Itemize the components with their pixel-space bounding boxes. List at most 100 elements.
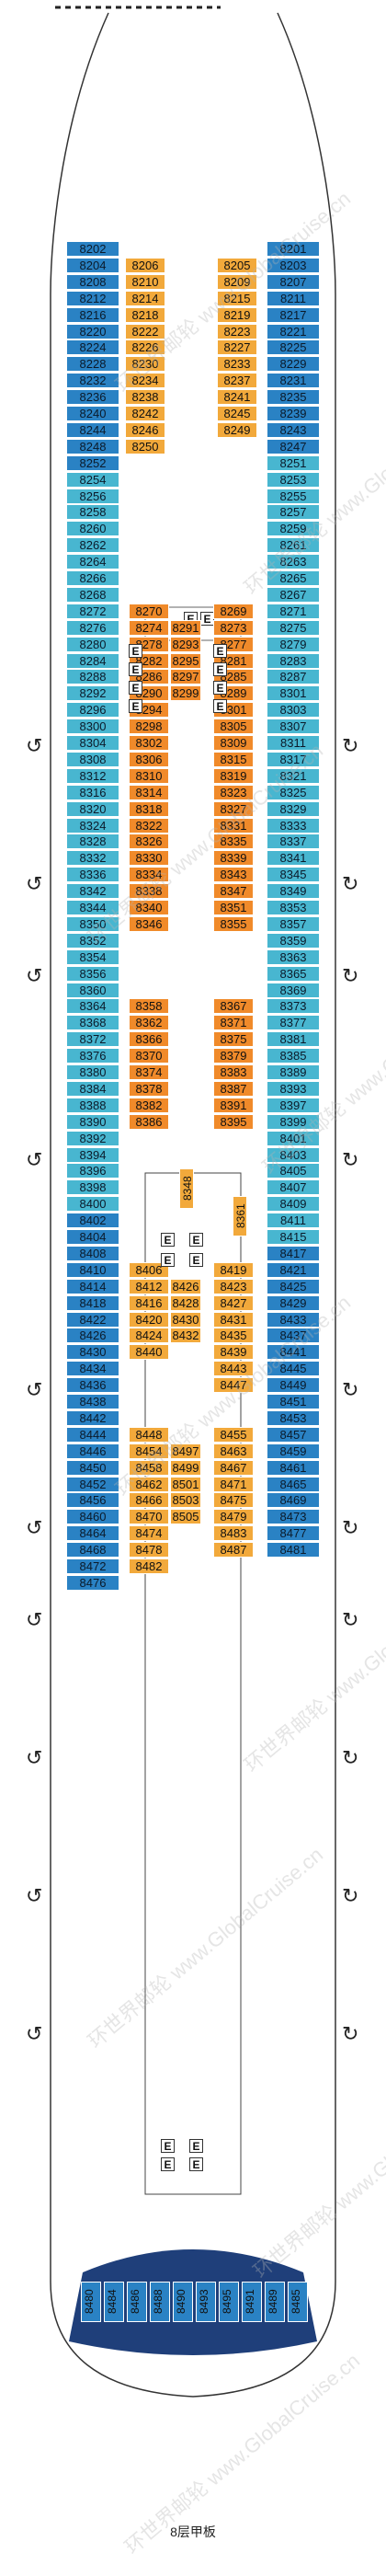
cabin-8464[interactable]: 8464 (66, 1525, 119, 1542)
cabin-8451[interactable]: 8451 (267, 1394, 320, 1409)
cabin-8452[interactable]: 8452 (66, 1476, 119, 1492)
cabin-8238[interactable]: 8238 (125, 389, 165, 406)
cabin-8393[interactable]: 8393 (267, 1080, 320, 1097)
cabin-8249[interactable]: 8249 (217, 421, 257, 438)
cabin-8297[interactable]: 8297 (170, 669, 201, 685)
cabin-8474[interactable]: 8474 (129, 1525, 169, 1542)
cabin-8347[interactable]: 8347 (213, 883, 254, 900)
cabin-8344[interactable]: 8344 (66, 900, 119, 915)
cabin-8301[interactable]: 8301 (267, 685, 320, 702)
cabin-8242[interactable]: 8242 (125, 406, 165, 421)
cabin-8270[interactable]: 8270 (129, 603, 169, 619)
cabin-8391[interactable]: 8391 (213, 1097, 254, 1113)
cabin-8271[interactable]: 8271 (267, 603, 320, 619)
cabin-8484[interactable]: 8484 (104, 2282, 124, 2322)
cabin-8478[interactable]: 8478 (129, 1542, 169, 1558)
cabin-8330[interactable]: 8330 (129, 850, 169, 867)
cabin-8444[interactable]: 8444 (66, 1426, 119, 1443)
cabin-8477[interactable]: 8477 (267, 1525, 320, 1542)
cabin-8325[interactable]: 8325 (267, 784, 320, 800)
cabin-8449[interactable]: 8449 (267, 1377, 320, 1394)
cabin-8473[interactable]: 8473 (267, 1509, 320, 1525)
cabin-8394[interactable]: 8394 (66, 1146, 119, 1163)
cabin-8495[interactable]: 8495 (219, 2282, 239, 2322)
cabin-8203[interactable]: 8203 (267, 257, 320, 273)
cabin-8479[interactable]: 8479 (213, 1509, 254, 1525)
cabin-8406[interactable]: 8406 (129, 1261, 169, 1278)
cabin-8311[interactable]: 8311 (267, 735, 320, 751)
cabin-8333[interactable]: 8333 (267, 817, 320, 834)
cabin-8352[interactable]: 8352 (66, 932, 119, 949)
cabin-8280[interactable]: 8280 (66, 636, 119, 652)
cabin-8488[interactable]: 8488 (150, 2282, 170, 2322)
cabin-8372[interactable]: 8372 (66, 1031, 119, 1048)
cabin-8501[interactable]: 8501 (170, 1476, 201, 1492)
cabin-8465[interactable]: 8465 (267, 1476, 320, 1492)
cabin-8438[interactable]: 8438 (66, 1394, 119, 1409)
cabin-8299[interactable]: 8299 (170, 685, 201, 702)
cabin-8230[interactable]: 8230 (125, 356, 165, 373)
cabin-8317[interactable]: 8317 (267, 751, 320, 767)
cabin-8336[interactable]: 8336 (66, 867, 119, 883)
cabin-8433[interactable]: 8433 (267, 1311, 320, 1328)
cabin-8426[interactable]: 8426 (66, 1328, 119, 1344)
cabin-8284[interactable]: 8284 (66, 652, 119, 669)
cabin-8424[interactable]: 8424 (129, 1328, 169, 1344)
cabin-8296[interactable]: 8296 (66, 702, 119, 719)
cabin-8315[interactable]: 8315 (213, 751, 254, 767)
cabin-8455[interactable]: 8455 (213, 1426, 254, 1443)
cabin-8321[interactable]: 8321 (267, 767, 320, 784)
cabin-8208[interactable]: 8208 (66, 273, 119, 290)
cabin-8431[interactable]: 8431 (213, 1311, 254, 1328)
cabin-8322[interactable]: 8322 (129, 817, 169, 834)
cabin-8446[interactable]: 8446 (66, 1443, 119, 1459)
cabin-8331[interactable]: 8331 (213, 817, 254, 834)
cabin-8356[interactable]: 8356 (66, 965, 119, 982)
cabin-8337[interactable]: 8337 (267, 834, 320, 850)
cabin-8480[interactable]: 8480 (81, 2282, 101, 2322)
cabin-8481[interactable]: 8481 (267, 1542, 320, 1558)
cabin-8430[interactable]: 8430 (66, 1344, 119, 1361)
cabin-8272[interactable]: 8272 (66, 603, 119, 619)
cabin-8346[interactable]: 8346 (129, 915, 169, 932)
cabin-8363[interactable]: 8363 (267, 949, 320, 965)
cabin-8293[interactable]: 8293 (170, 636, 201, 652)
cabin-8440[interactable]: 8440 (129, 1344, 169, 1361)
cabin-8370[interactable]: 8370 (129, 1048, 169, 1064)
cabin-8467[interactable]: 8467 (213, 1459, 254, 1476)
cabin-8399[interactable]: 8399 (267, 1113, 320, 1130)
cabin-8231[interactable]: 8231 (267, 373, 320, 389)
cabin-8232[interactable]: 8232 (66, 373, 119, 389)
cabin-8365[interactable]: 8365 (267, 965, 320, 982)
cabin-8427[interactable]: 8427 (213, 1294, 254, 1311)
cabin-8307[interactable]: 8307 (267, 719, 320, 735)
cabin-8279[interactable]: 8279 (267, 636, 320, 652)
cabin-8441[interactable]: 8441 (267, 1344, 320, 1361)
cabin-8377[interactable]: 8377 (267, 1015, 320, 1031)
cabin-8384[interactable]: 8384 (66, 1080, 119, 1097)
cabin-8436[interactable]: 8436 (66, 1377, 119, 1394)
cabin-8245[interactable]: 8245 (217, 406, 257, 421)
cabin-8239[interactable]: 8239 (267, 406, 320, 421)
cabin-8248[interactable]: 8248 (66, 438, 119, 454)
cabin-8453[interactable]: 8453 (267, 1409, 320, 1426)
cabin-8460[interactable]: 8460 (66, 1509, 119, 1525)
cabin-8404[interactable]: 8404 (66, 1229, 119, 1245)
cabin-8292[interactable]: 8292 (66, 685, 119, 702)
cabin-8398[interactable]: 8398 (66, 1179, 119, 1196)
cabin-8269[interactable]: 8269 (213, 603, 254, 619)
cabin-8273[interactable]: 8273 (213, 619, 254, 636)
cabin-8412[interactable]: 8412 (129, 1278, 169, 1294)
cabin-8390[interactable]: 8390 (66, 1113, 119, 1130)
cabin-8369[interactable]: 8369 (267, 982, 320, 998)
cabin-8434[interactable]: 8434 (66, 1361, 119, 1377)
cabin-8241[interactable]: 8241 (217, 389, 257, 406)
cabin-8254[interactable]: 8254 (66, 471, 119, 488)
cabin-8343[interactable]: 8343 (213, 867, 254, 883)
cabin-8469[interactable]: 8469 (267, 1492, 320, 1509)
cabin-8476[interactable]: 8476 (66, 1574, 119, 1591)
cabin-8309[interactable]: 8309 (213, 735, 254, 751)
cabin-8468[interactable]: 8468 (66, 1542, 119, 1558)
cabin-8364[interactable]: 8364 (66, 998, 119, 1015)
cabin-8378[interactable]: 8378 (129, 1080, 169, 1097)
